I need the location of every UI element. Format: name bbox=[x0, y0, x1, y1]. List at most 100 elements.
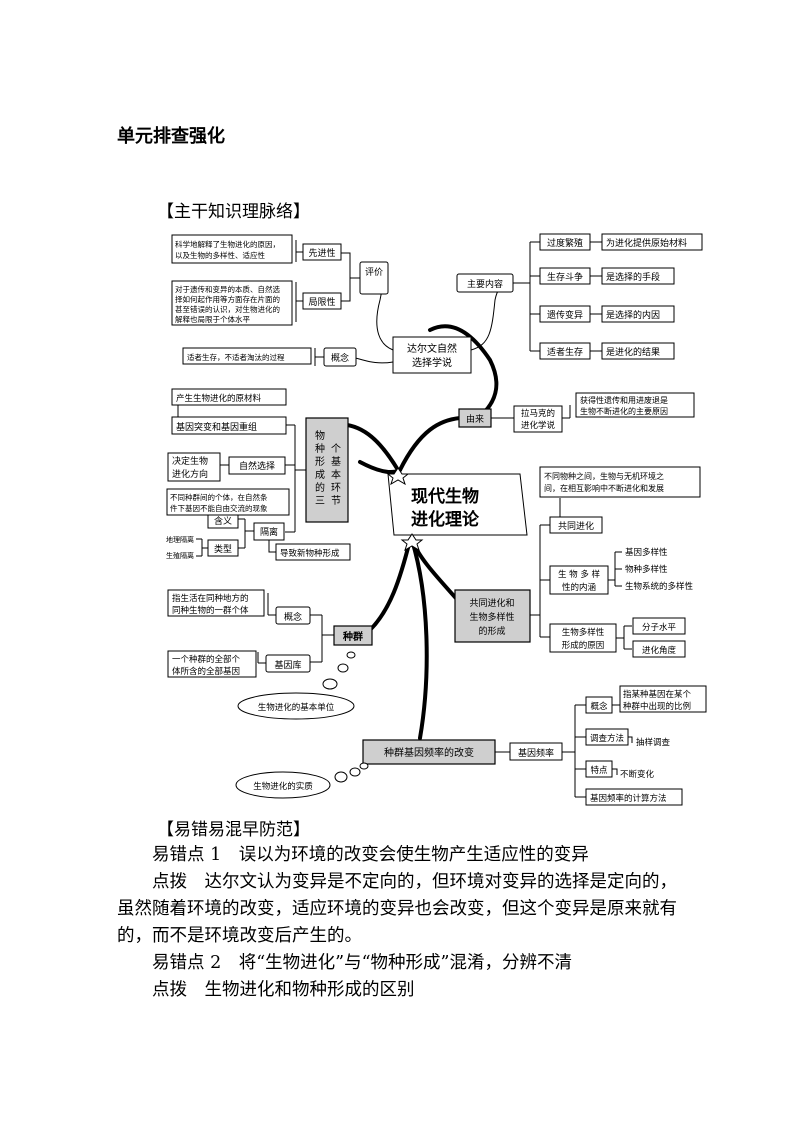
genepool-desc-1: 一个种群的全部个 bbox=[172, 654, 241, 665]
three-v2-4: 节 bbox=[331, 495, 341, 507]
population-bracket bbox=[310, 614, 334, 663]
coevo-title-1: 共同进化和 bbox=[469, 597, 514, 609]
center-star-icon-2 bbox=[400, 533, 424, 552]
advantage-desc-2: 以及生物的多样性、适应性 bbox=[175, 250, 265, 260]
darwin-concept-desc-box bbox=[182, 347, 312, 365]
lamarck-desc-2: 生物不断进化的主要原因 bbox=[580, 406, 668, 416]
level-2: 生物系统的多样性 bbox=[625, 581, 694, 592]
natural-selection: 自然选择 bbox=[239, 460, 275, 472]
unit-bubble bbox=[237, 692, 355, 720]
frequency-label: 种群基因频率的改变 bbox=[384, 746, 474, 759]
limitation-desc-4: 解释也局限于个体水平 bbox=[175, 314, 250, 324]
connotation-box bbox=[549, 565, 609, 595]
error-point-1-hint: 点拨 达尔文认为变异是不定向的，但环境对变异的选择是定向的，虽然随着环境的改变，… bbox=[117, 869, 687, 950]
darwin-concept-label: 概念 bbox=[331, 352, 349, 364]
branch-origin bbox=[398, 416, 462, 472]
essence-bubble bbox=[235, 771, 331, 799]
genepool-link bbox=[257, 652, 266, 664]
causes-bracket bbox=[616, 625, 632, 650]
main-content-label: 主要内容 bbox=[467, 278, 503, 290]
hint-text-2: 生物进化和物种形成的区别 bbox=[204, 980, 415, 1000]
three-v-5: 三 bbox=[315, 496, 325, 507]
branch-darwin bbox=[428, 324, 499, 420]
coevo-bracket bbox=[530, 524, 550, 638]
darwin-item-val-box-2 bbox=[601, 305, 675, 323]
section-heading-errors: 【易错易混早防范】 bbox=[157, 820, 310, 840]
three-v-1: 种 bbox=[315, 442, 325, 455]
coevo-title-2: 生物多样性 bbox=[469, 611, 514, 623]
pop-concept-desc-1: 指生活在同种地方的 bbox=[172, 593, 249, 604]
darwin-box bbox=[392, 336, 472, 374]
ns-desc-1: 决定生物 bbox=[172, 455, 208, 467]
three-v2-0: 个 bbox=[331, 443, 341, 455]
darwin-item-val-box-1 bbox=[601, 267, 675, 285]
gf-concept-desc-2: 种群中出现的比例 bbox=[623, 701, 691, 712]
darwin-item-val-1: 是选择的手段 bbox=[606, 271, 660, 283]
lamarck-box bbox=[513, 405, 563, 433]
center-box bbox=[387, 473, 528, 536]
error-point-2-text: 易错点 2 将“生物进化”与“物种形成”混淆，分辨不清 bbox=[152, 953, 572, 973]
advantage-label: 先进性 bbox=[308, 247, 335, 259]
genepool: 基因库 bbox=[274, 659, 301, 671]
darwin-item-key-3: 适者生存 bbox=[547, 346, 583, 358]
new-species-box bbox=[275, 543, 351, 561]
causes-1: 生物多样性 bbox=[562, 627, 605, 638]
three-bracket bbox=[285, 424, 306, 533]
hint-label-1: 点拨 bbox=[152, 872, 187, 892]
bubble-dot bbox=[359, 762, 369, 770]
raw-material-box bbox=[171, 388, 287, 406]
gf-concept-desc-1: 指某种基因在某个 bbox=[623, 689, 692, 700]
coevolution: 共同进化 bbox=[558, 520, 594, 532]
connotation-bracket bbox=[608, 551, 622, 587]
main-content-bracket bbox=[513, 241, 540, 352]
darwin-title-1: 达尔文自然 bbox=[407, 342, 457, 355]
darwin-item-val-box-3 bbox=[601, 342, 675, 360]
new-species: 导致新物种形成 bbox=[280, 548, 340, 559]
gf: 基因频率 bbox=[518, 747, 554, 759]
genepool-desc-box bbox=[167, 650, 257, 678]
gf-calc-box bbox=[585, 788, 683, 806]
three-v-3: 成 bbox=[315, 469, 325, 481]
adv-bracket bbox=[295, 240, 303, 262]
pop-concept-desc-2: 同种生物的一群个体 bbox=[172, 605, 249, 616]
center-line-2: 进化理论 bbox=[411, 509, 480, 530]
error-point-2-hint: 点拨 生物进化和物种形成的区别 bbox=[117, 977, 687, 1004]
lamarck-desc-1: 获得性遗传和用进废退是 bbox=[580, 395, 668, 405]
cause-item-1: 进化角度 bbox=[642, 645, 677, 656]
gf-calc: 基因频率的计算方法 bbox=[590, 793, 667, 804]
gf-feature-line bbox=[612, 768, 618, 775]
evaluate-box bbox=[359, 261, 389, 295]
three-links-box bbox=[305, 417, 349, 523]
darwin-title-2: 选择学说 bbox=[412, 356, 452, 369]
genepool-desc-2: 体所含的全部基因 bbox=[172, 666, 240, 677]
meaning-desc-2: 件下基因不能自由交流的现象 bbox=[170, 503, 268, 513]
gf-method-line bbox=[628, 736, 633, 743]
darwin-concept-desc: 适者生存，不适者淘汰的过程 bbox=[187, 352, 285, 362]
darwin-item-key-2: 遗传变异 bbox=[547, 309, 583, 321]
ns-desc-2: 进化方向 bbox=[172, 468, 208, 480]
gf-concept-desc-box bbox=[619, 685, 707, 713]
coevolution-box bbox=[549, 516, 603, 534]
connotation-2: 性的内涵 bbox=[562, 582, 596, 593]
bubble-dot bbox=[349, 767, 361, 777]
limitation-desc-box bbox=[171, 280, 293, 326]
types-bracket bbox=[196, 538, 208, 557]
coevo-desc-box bbox=[539, 466, 701, 498]
coevo-title-3: 的形成 bbox=[478, 625, 505, 637]
gf-method: 调查方法 bbox=[590, 733, 624, 744]
repro-isolation: 生殖隔离 bbox=[166, 551, 194, 560]
three-v2-1: 基 bbox=[331, 455, 341, 468]
meaning-desc-1: 不同种群间的个体，在自然条 bbox=[170, 492, 268, 502]
pop-concept: 概念 bbox=[284, 611, 302, 623]
limitation-desc-1: 对于遗传和变异的本质、自然选 bbox=[175, 284, 280, 294]
limitation-label: 局限性 bbox=[308, 296, 335, 308]
essence-bubble-text: 生物进化的实质 bbox=[253, 781, 313, 792]
coevo-box bbox=[454, 589, 531, 643]
level-1: 物种多样性 bbox=[625, 564, 668, 575]
lamarck-1: 拉马克的 bbox=[521, 408, 555, 419]
gf-bracket bbox=[562, 704, 586, 798]
origin-label: 由来 bbox=[466, 413, 484, 425]
three-v-0: 物 bbox=[315, 429, 325, 442]
causes-2: 形成的原因 bbox=[562, 640, 605, 651]
hint-label-2: 点拨 bbox=[152, 980, 187, 1000]
